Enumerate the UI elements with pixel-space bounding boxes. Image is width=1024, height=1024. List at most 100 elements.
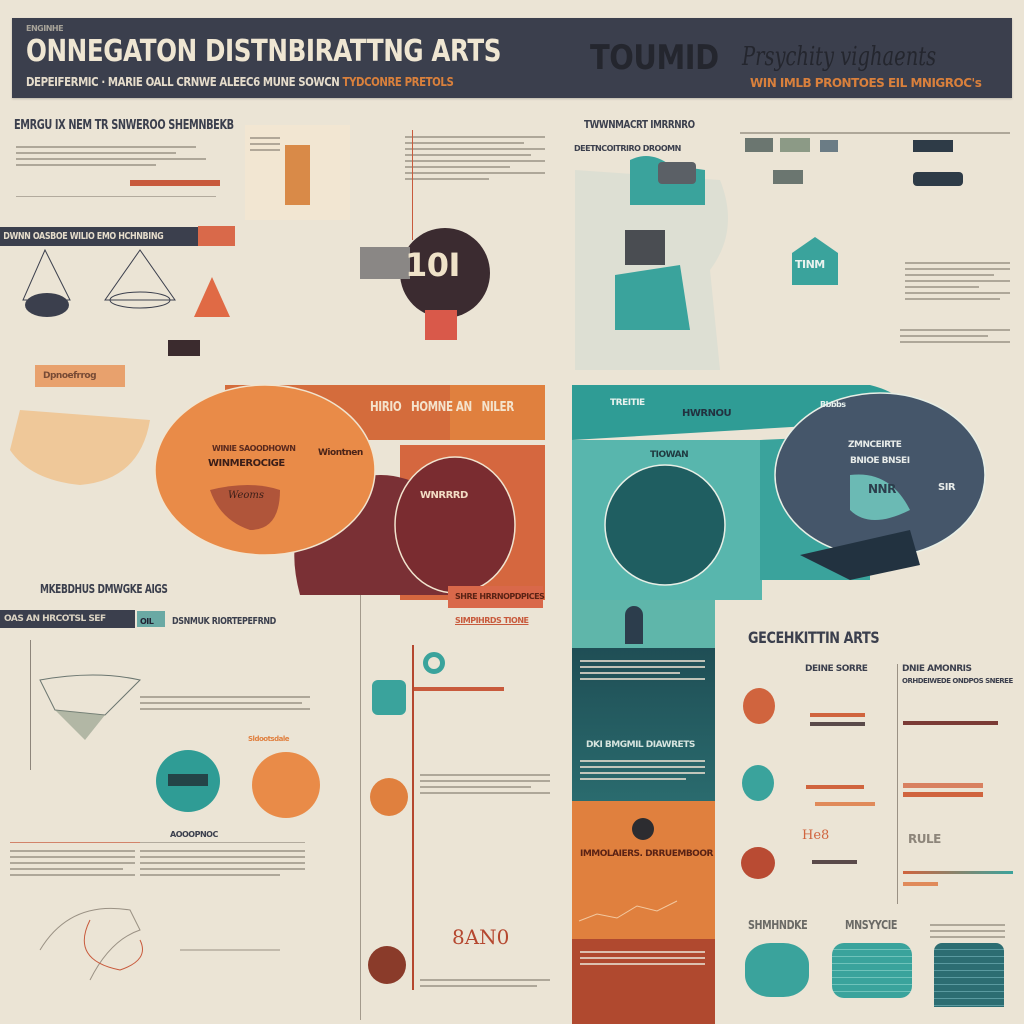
teal-house-icon bbox=[792, 237, 838, 285]
orange-footer: SHRE HRRNOPDPICES bbox=[455, 592, 545, 601]
text-block bbox=[900, 325, 1010, 347]
bar bbox=[815, 802, 875, 806]
text-block bbox=[140, 846, 305, 880]
red-footer-block bbox=[448, 586, 543, 608]
dark-label-bar: OAS AN HRCOTSL SEF bbox=[0, 610, 135, 628]
slate-side-label: SIR bbox=[938, 482, 956, 493]
badge-ribbon bbox=[360, 247, 410, 279]
text-block bbox=[140, 692, 310, 714]
text-column bbox=[405, 132, 545, 184]
hanging-scale-illustration bbox=[22, 248, 176, 317]
stat-value: He8 bbox=[802, 828, 830, 843]
page-title: ONNEGATON DISTNBIRATTNG ARTS bbox=[26, 34, 502, 69]
dark-label-bar: DWNN OASBOE WILIO EMO HCHNBING bbox=[0, 227, 200, 246]
left-bottom-subheading: DSNMUK RIORTEPEFRND bbox=[172, 616, 276, 627]
orange-tag bbox=[198, 226, 235, 246]
flow-node bbox=[913, 140, 953, 152]
bar bbox=[903, 783, 983, 788]
circle-caption: Sldootsdale bbox=[248, 735, 289, 743]
teal-column-top bbox=[572, 600, 715, 648]
orange-ellipse bbox=[154, 384, 376, 556]
header-banner: ENGINHE ONNEGATON DISTNBIRATTNG ARTS DEP… bbox=[12, 18, 1012, 98]
teal-label-2: HWRNOU bbox=[682, 408, 732, 419]
bar bbox=[812, 860, 857, 864]
flow-node bbox=[773, 170, 803, 184]
highlight-bar bbox=[130, 180, 220, 186]
inner-shape bbox=[210, 485, 280, 530]
weight-icon bbox=[25, 293, 69, 317]
teal-tag-text: OIL bbox=[140, 617, 154, 626]
text-block bbox=[905, 258, 1010, 304]
divider bbox=[140, 842, 305, 843]
teal-circle-icon bbox=[742, 765, 774, 801]
timeline-stat: 8AN0 bbox=[452, 925, 510, 949]
dark-teal-striped-card bbox=[934, 943, 1004, 1007]
col1-title: DEINE SORRE bbox=[805, 664, 868, 674]
divider bbox=[10, 842, 140, 843]
red-circle-icon bbox=[743, 688, 775, 724]
badge-number: 10I bbox=[405, 246, 460, 284]
teal-striped-card bbox=[832, 943, 912, 998]
header-right-title: TOUMID bbox=[590, 38, 719, 78]
house-label: TINM bbox=[795, 258, 825, 271]
orange-circle bbox=[252, 752, 320, 818]
teal-tag: OIL bbox=[137, 611, 165, 627]
timeline-line bbox=[412, 130, 413, 240]
slate-title: ZMNCEIRTE bbox=[848, 440, 902, 450]
teal-map-shape bbox=[575, 156, 728, 370]
bar bbox=[810, 713, 865, 717]
bar bbox=[903, 871, 1013, 874]
orange-wedge-shape bbox=[10, 410, 150, 485]
connector-line bbox=[30, 640, 31, 770]
dark-teal-column: DKI BMGMIL DIAWRETS bbox=[572, 648, 715, 801]
circle-label-bar bbox=[168, 774, 208, 786]
right-top-heading: TWWNMACRT IMRRNRO bbox=[584, 118, 695, 131]
orange-ellipse-title: WINIE SAOODHOWN bbox=[212, 444, 296, 453]
rule-badge: RULE bbox=[908, 832, 941, 846]
maroon-ellipse bbox=[394, 456, 516, 594]
orange-label-1: HIRIO bbox=[370, 400, 402, 415]
right-bottom-heading: GECEHKITTIN ARTS bbox=[748, 628, 880, 647]
inner-teal-shape bbox=[850, 474, 910, 520]
left-bottom-heading: MKEBDHUS DMWGKE AIGS bbox=[40, 582, 168, 596]
teal-circle bbox=[156, 750, 220, 812]
dark-teal-ellipse bbox=[604, 464, 726, 586]
red-inner-label: WNRRRD bbox=[420, 490, 468, 501]
orange-column: IMMOLAIERS. DRRUEMBOOR bbox=[572, 801, 715, 939]
slate-inner-label: NNR bbox=[868, 482, 896, 496]
text-lines bbox=[16, 142, 216, 170]
bottom-title-1: SHMHNDKE bbox=[748, 918, 808, 932]
section-title: AOOOPNOC bbox=[170, 830, 218, 839]
teal-badge bbox=[372, 680, 406, 715]
text-block bbox=[420, 975, 550, 991]
slate-ellipse bbox=[774, 392, 986, 558]
text-block bbox=[10, 846, 135, 880]
bar bbox=[903, 721, 998, 725]
red-circle-icon bbox=[741, 847, 775, 879]
column-mid-title: DKI BMGMIL DIAWRETS bbox=[586, 740, 695, 750]
teal-label-1: TREITIE bbox=[610, 398, 645, 408]
red-column bbox=[572, 939, 715, 1024]
orange-label-3: NILER bbox=[481, 400, 515, 415]
bar bbox=[903, 792, 983, 797]
col2-subtitle: ORHDEIWEDE ONDPOS SNEREE bbox=[902, 677, 1013, 685]
header-right-subtitle: WIN IMLB PRONTOES EIL MNIGROC's bbox=[750, 76, 982, 90]
tower-icon bbox=[625, 606, 643, 644]
column-divider bbox=[897, 664, 898, 904]
teal-venn-graphic bbox=[572, 385, 986, 600]
sketch-illustration bbox=[39, 907, 280, 981]
bar bbox=[903, 882, 938, 886]
orange-label-2: HOMNE AN bbox=[410, 400, 472, 415]
flow-node bbox=[745, 138, 773, 152]
flow-diagram-lines bbox=[740, 128, 1010, 138]
orange-column-title: IMMOLAIERS. DRRUEMBOOR bbox=[580, 849, 713, 859]
flow-node bbox=[820, 140, 838, 152]
cone-icon bbox=[194, 277, 230, 317]
orange-node bbox=[370, 778, 408, 816]
teal-label-3: Bbbbs bbox=[820, 400, 846, 409]
eye-icon bbox=[423, 652, 445, 674]
inner-label: Weoms bbox=[228, 490, 265, 501]
bar bbox=[806, 785, 864, 789]
dark-bar-label: OAS AN HRCOTSL SEF bbox=[4, 614, 106, 624]
boat-illustration bbox=[39, 674, 141, 740]
